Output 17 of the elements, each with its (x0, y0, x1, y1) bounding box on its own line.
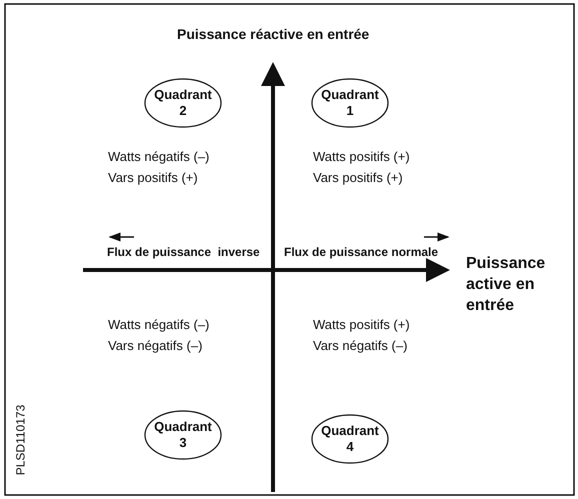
quadrant-label: Quadrant 1 (320, 87, 380, 119)
flow-label: Flux de puissance inverse (107, 245, 260, 259)
quadrant-description: Vars négatifs (–) (313, 338, 408, 353)
quadrant-description: Watts positifs (+) (313, 149, 410, 164)
quadrant-description: Vars négatifs (–) (108, 338, 202, 353)
quadrant-description: Vars positifs (+) (313, 170, 403, 185)
axis-title: Puissance active en entrée (466, 254, 546, 316)
quadrant-description: Watts négatifs (–) (108, 149, 210, 164)
quadrant-description: Vars positifs (+) (108, 170, 198, 185)
quadrant-description: Watts négatifs (–) (108, 317, 210, 332)
reference-code: PLSD110173 (12, 404, 27, 476)
quadrant-label: Quadrant 4 (320, 423, 380, 455)
axis-title: Puissance réactive en entrée (177, 26, 370, 42)
quadrant-description: Watts positifs (+) (313, 317, 410, 332)
quadrant-label: Quadrant 2 (153, 87, 213, 119)
quadrant-label: Quadrant 3 (153, 419, 213, 451)
flow-label: Flux de puissance normale (284, 245, 438, 259)
